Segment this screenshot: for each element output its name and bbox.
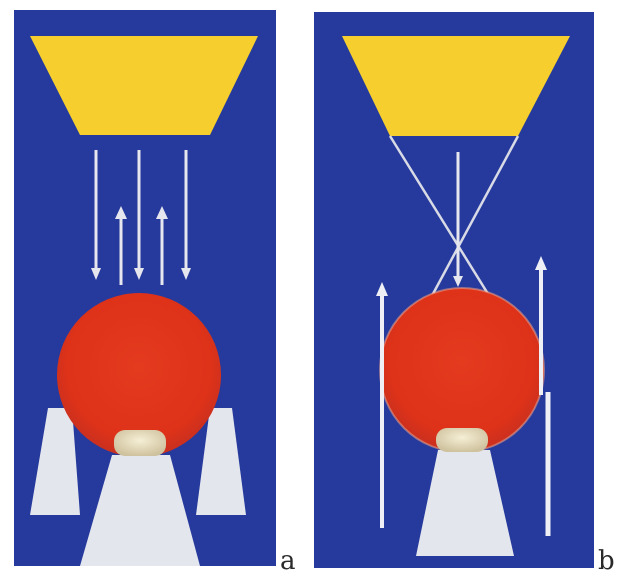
panel-divider [276,0,314,574]
panel-a-label: a [280,548,296,574]
panel-b-label: b [598,548,615,574]
panel-b [314,12,594,568]
panel-b-sphere-cap [436,428,488,452]
panel-a-sphere-cap [114,430,166,456]
panel-a [14,10,276,566]
